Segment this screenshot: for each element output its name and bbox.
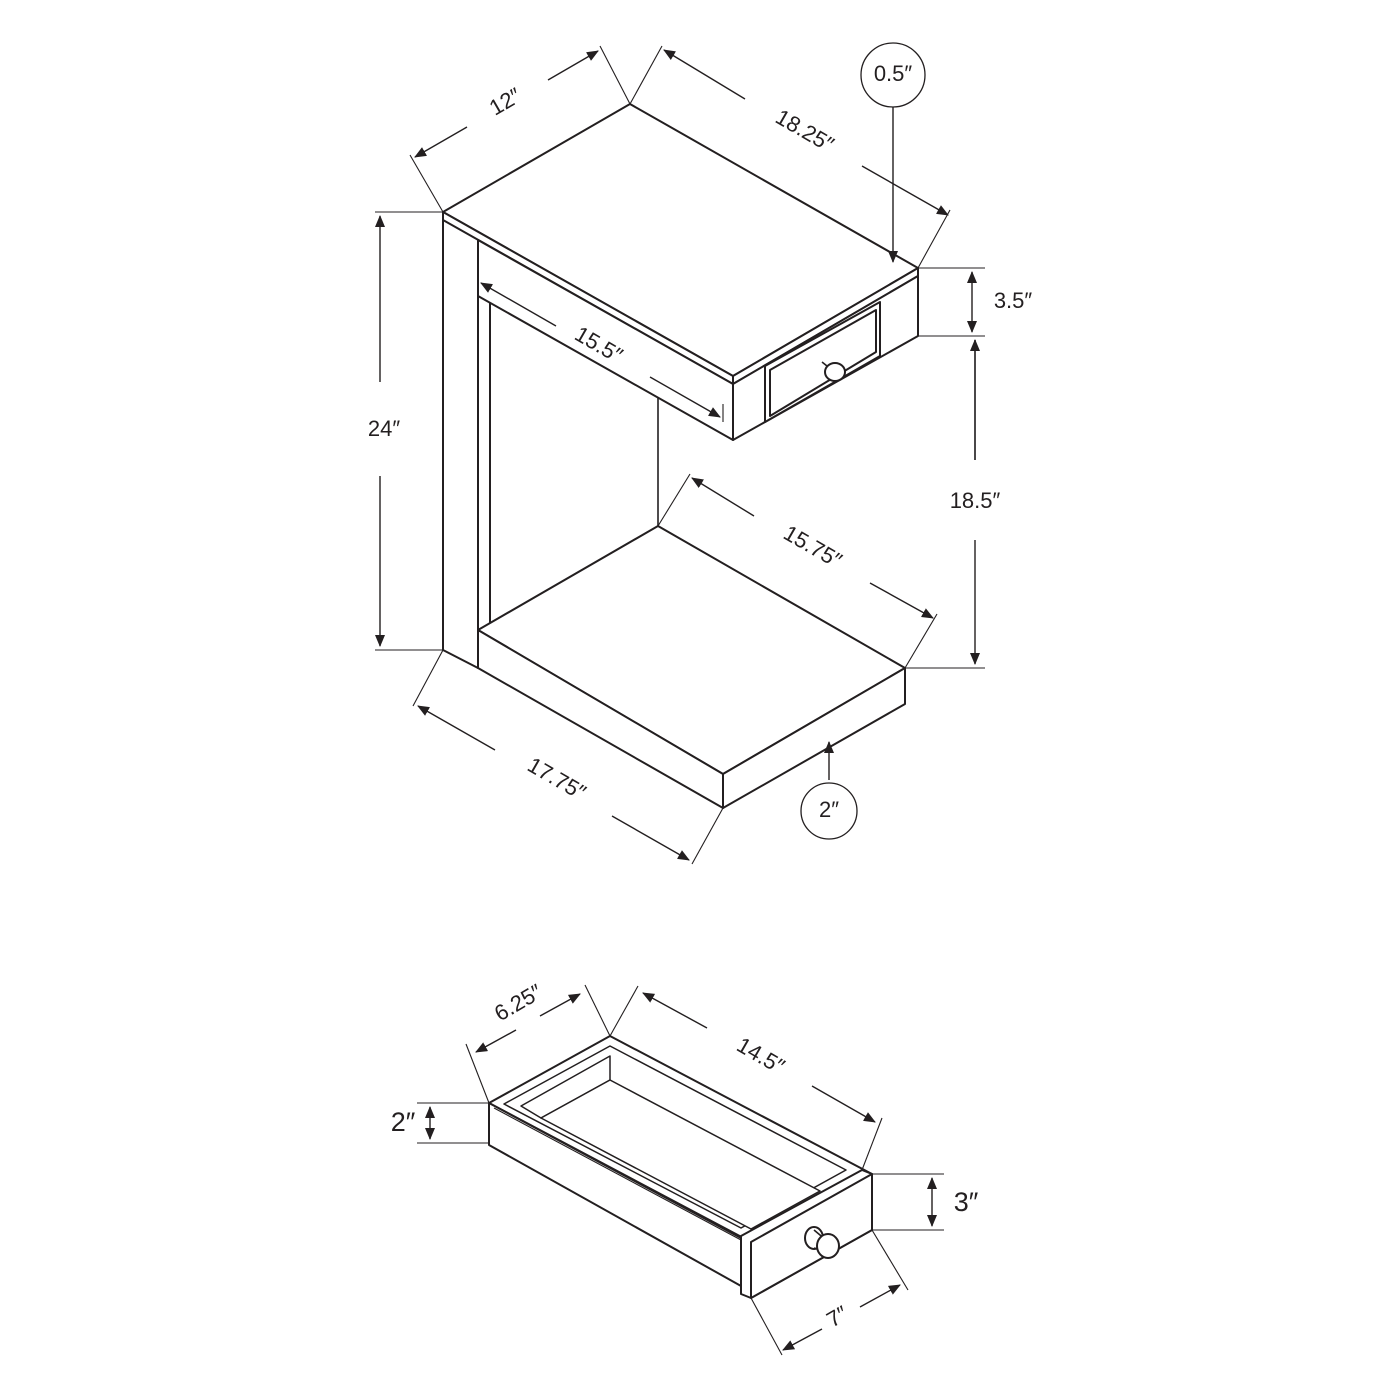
dim-overall-height: 24″: [368, 416, 400, 441]
dim-top-depth: 12″: [485, 83, 526, 121]
drawer-inner-floor: [540, 1079, 821, 1230]
side-table: [442, 103, 919, 809]
dim-clearance-height: 18.5″: [950, 488, 1001, 513]
callout-circle-base: [800, 782, 858, 840]
dim-top-thickness: 0.5″: [874, 61, 913, 86]
dim-drawer-front-width: 7″: [822, 1301, 852, 1333]
dim-drawer-length: 14.5″: [733, 1032, 790, 1079]
drawer-knob-detail: [804, 1226, 840, 1259]
dim-shelf-width: 15.75″: [779, 520, 846, 573]
dim-base-thickness: 2″: [819, 797, 839, 822]
dim-drawer-front-height: 3″: [954, 1187, 979, 1217]
dim-top-width: 18.25″: [771, 104, 838, 157]
drawer: [488, 1035, 873, 1299]
back-panel-side: [442, 211, 479, 669]
dim-base-width: 17.75″: [523, 752, 590, 805]
drawer-knob: [821, 361, 846, 382]
base-right-face: [722, 667, 906, 809]
dim-drawer-depth: 6.25″: [490, 979, 547, 1026]
dim-drawer-front-height: 3.5″: [994, 288, 1033, 313]
dim-drawer-side-height: 2″: [391, 1107, 416, 1137]
